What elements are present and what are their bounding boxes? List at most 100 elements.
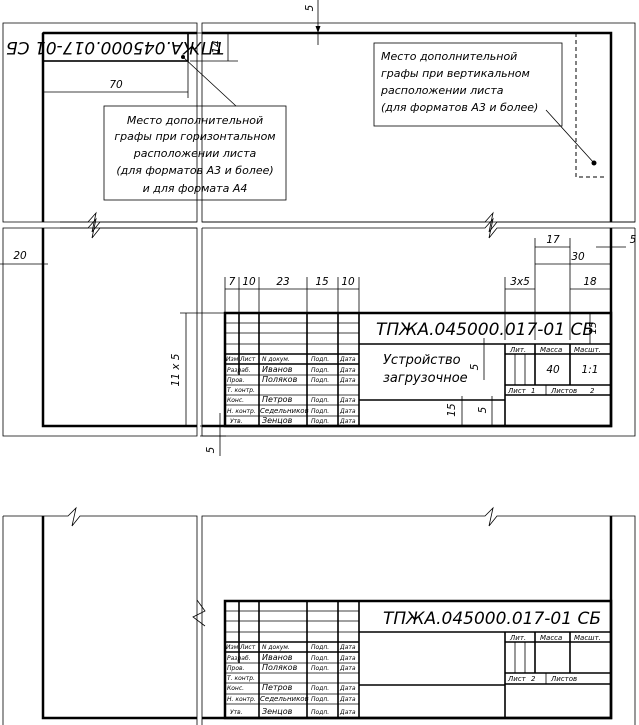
svg-text:17: 17 — [546, 234, 560, 246]
svg-text:Лист: Лист — [507, 675, 527, 683]
svg-text:18: 18 — [583, 276, 597, 288]
svg-text:1: 1 — [531, 387, 535, 395]
svg-text:Изм: Изм — [226, 356, 239, 363]
svg-text:Дата: Дата — [339, 408, 356, 415]
svg-text:Лит.: Лит. — [509, 634, 526, 642]
svg-text:Дата: Дата — [339, 397, 356, 404]
svg-text:Поляков: Поляков — [262, 663, 298, 672]
svg-text:15: 15 — [446, 403, 458, 417]
svg-text:Пров.: Пров. — [227, 665, 245, 672]
note-vertical: Место дополнительной графы при вертикаль… — [373, 42, 563, 127]
svg-text:Разраб.: Разраб. — [227, 367, 251, 374]
svg-text:20: 20 — [13, 250, 27, 262]
svg-text:Лист: Лист — [239, 644, 256, 651]
product-name-line1: Устройство — [383, 353, 461, 368]
sheet-middle-left — [2, 227, 198, 437]
svg-text:Разраб.: Разраб. — [227, 655, 251, 662]
svg-text:Лит.: Лит. — [509, 346, 526, 354]
svg-text:Подп.: Подп. — [311, 377, 329, 384]
svg-text:Подп.: Подп. — [311, 356, 329, 363]
svg-text:15: 15 — [588, 322, 599, 335]
svg-text:N докум.: N докум. — [262, 356, 290, 363]
svg-text:Утв.: Утв. — [230, 709, 243, 716]
svg-text:расположении листа: расположении листа — [380, 84, 504, 97]
svg-text:Седельников: Седельников — [260, 695, 309, 703]
svg-text:Т. контр.: Т. контр. — [227, 675, 255, 682]
svg-text:Дата: Дата — [339, 356, 356, 363]
svg-text:Листов: Листов — [550, 675, 577, 683]
svg-text:Конс.: Конс. — [227, 685, 244, 692]
svg-text:Масшт.: Масшт. — [574, 346, 601, 354]
svg-text:3x5: 3x5 — [510, 276, 530, 288]
svg-text:40: 40 — [546, 364, 560, 376]
svg-text:5: 5 — [630, 234, 637, 246]
svg-text:Петров: Петров — [262, 395, 293, 404]
svg-text:Изм: Изм — [226, 644, 239, 651]
svg-text:Лист: Лист — [507, 387, 527, 395]
dim-bottom-margin: 5 — [200, 413, 226, 456]
svg-text:графы при горизонтальном: графы при горизонтальном — [114, 130, 275, 143]
svg-text:5: 5 — [477, 406, 489, 413]
svg-text:23: 23 — [276, 276, 289, 288]
svg-text:Дата: Дата — [339, 696, 356, 703]
svg-text:10: 10 — [341, 276, 355, 288]
svg-text:11 x 5: 11 x 5 — [170, 353, 182, 386]
svg-text:N докум.: N докум. — [262, 644, 290, 651]
svg-text:7: 7 — [229, 276, 236, 288]
svg-text:Подп.: Подп. — [311, 696, 329, 703]
designation-main: ТПЖА.045000.017-01 СБ — [376, 320, 594, 340]
svg-text:2: 2 — [590, 387, 595, 395]
svg-text:15: 15 — [315, 276, 329, 288]
dim-width-70: 70 — [42, 61, 189, 98]
svg-text:расположении листа: расположении листа — [133, 147, 257, 160]
svg-text:Дата: Дата — [339, 655, 356, 662]
designation-mirrored: ТПЖА.045000.017-01 СБ — [6, 37, 224, 57]
svg-text:Конс.: Конс. — [227, 397, 244, 404]
svg-text:1:1: 1:1 — [582, 364, 599, 376]
svg-text:5: 5 — [469, 363, 481, 370]
product-name-line2: загрузочное — [383, 371, 468, 386]
svg-text:Подп.: Подп. — [311, 655, 329, 662]
svg-text:Подп.: Подп. — [311, 709, 329, 716]
svg-text:Н. контр.: Н. контр. — [227, 696, 256, 703]
svg-text:30: 30 — [571, 251, 585, 263]
svg-text:Дата: Дата — [339, 709, 356, 716]
svg-text:5: 5 — [304, 4, 316, 11]
svg-text:Иванов: Иванов — [262, 365, 293, 374]
svg-text:Подп.: Подп. — [311, 644, 329, 651]
svg-text:Дата: Дата — [339, 377, 356, 384]
svg-text:14: 14 — [211, 40, 223, 53]
svg-text:Зенцов: Зенцов — [262, 416, 293, 425]
svg-text:Подп.: Подп. — [311, 418, 329, 425]
svg-text:Подп.: Подп. — [311, 665, 329, 672]
designation-secondary: ТПЖА.045000.017-01 СБ — [383, 609, 601, 629]
svg-text:Дата: Дата — [339, 367, 356, 374]
title-block-main: ТПЖА.045000.017-01 СБ 15 Устройство загр… — [223, 311, 613, 428]
svg-text:Седельников: Седельников — [260, 407, 309, 415]
dim-rows: 11 x 5 — [170, 312, 228, 426]
svg-text:Листов: Листов — [550, 387, 577, 395]
svg-text:Лист: Лист — [239, 356, 256, 363]
svg-text:и для формата А4: и для формата А4 — [143, 182, 248, 195]
svg-text:Дата: Дата — [339, 418, 356, 425]
svg-text:Иванов: Иванов — [262, 653, 293, 662]
svg-text:Место дополнительной: Место дополнительной — [381, 50, 517, 63]
svg-text:Т. контр.: Т. контр. — [227, 387, 255, 394]
svg-text:Подп.: Подп. — [311, 408, 329, 415]
svg-text:Место дополнительной: Место дополнительной — [127, 114, 263, 127]
svg-text:Н. контр.: Н. контр. — [227, 408, 256, 415]
dim-left-margin: 20 — [0, 250, 48, 265]
dim-top-margin: 5 — [304, 0, 321, 45]
svg-text:Масшт.: Масшт. — [574, 634, 601, 642]
svg-text:Дата: Дата — [339, 685, 356, 692]
svg-text:Подп.: Подп. — [311, 397, 329, 404]
svg-text:Подп.: Подп. — [311, 685, 329, 692]
svg-text:графы при вертикальном: графы при вертикальном — [381, 67, 530, 80]
svg-text:Петров: Петров — [262, 683, 293, 692]
svg-text:10: 10 — [242, 276, 256, 288]
svg-text:Зенцов: Зенцов — [262, 707, 293, 716]
svg-text:(для форматов А3 и более): (для форматов А3 и более) — [116, 164, 273, 177]
svg-text:Подп.: Подп. — [311, 367, 329, 374]
svg-text:Масса: Масса — [540, 634, 562, 642]
svg-text:Масса: Масса — [540, 346, 562, 354]
